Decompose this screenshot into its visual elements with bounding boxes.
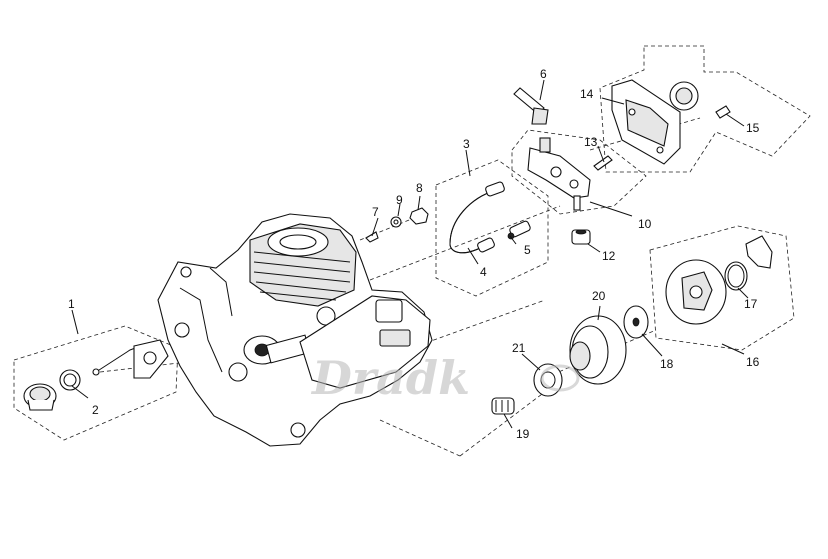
callout-13: 13 — [584, 135, 598, 149]
fuel-hose-assembly — [449, 181, 531, 254]
callout-4: 4 — [480, 265, 487, 279]
callout-19: 19 — [516, 427, 530, 441]
leader-lines — [71, 79, 749, 429]
callout-17: 17 — [744, 297, 758, 311]
callout-6: 6 — [540, 67, 547, 81]
callout-18: 18 — [660, 357, 674, 371]
bushing — [571, 229, 591, 245]
small-parts-7-8-9 — [365, 207, 429, 243]
callout-2: 2 — [92, 403, 99, 417]
washer — [623, 305, 649, 339]
engine-crankcase — [157, 213, 433, 447]
clutch-assembly — [665, 235, 773, 325]
callout-14: 14 — [580, 87, 594, 101]
callout-15: 15 — [746, 121, 760, 135]
callout-21: 21 — [512, 341, 526, 355]
drum-sprocket-assembly — [491, 315, 627, 415]
adjuster-screw — [513, 87, 549, 125]
callout-labels: 1 2 3 4 5 6 7 8 9 10 12 13 14 15 16 17 1… — [68, 67, 760, 441]
watermark-mark — [540, 364, 580, 392]
callout-5: 5 — [524, 243, 531, 257]
callout-7: 7 — [372, 205, 379, 219]
callout-8: 8 — [416, 181, 423, 195]
callout-1: 1 — [68, 297, 75, 311]
group-14-outline — [599, 45, 811, 173]
callout-9: 9 — [396, 193, 403, 207]
oil-pump — [527, 137, 591, 211]
group-3-outline — [435, 159, 549, 297]
oil-cap-assembly — [23, 339, 169, 411]
screw-15 — [669, 81, 731, 119]
callout-12: 12 — [602, 249, 616, 263]
cover-plate — [611, 79, 681, 165]
callout-20: 20 — [592, 289, 606, 303]
group-outlines — [13, 45, 811, 441]
group-16-outline — [649, 225, 795, 351]
callout-16: 16 — [746, 355, 760, 369]
callout-10: 10 — [638, 217, 652, 231]
group-10-outline — [511, 129, 647, 215]
watermark-text: Dradk — [310, 351, 470, 405]
group-1-outline — [13, 325, 179, 441]
callout-3: 3 — [463, 137, 470, 151]
